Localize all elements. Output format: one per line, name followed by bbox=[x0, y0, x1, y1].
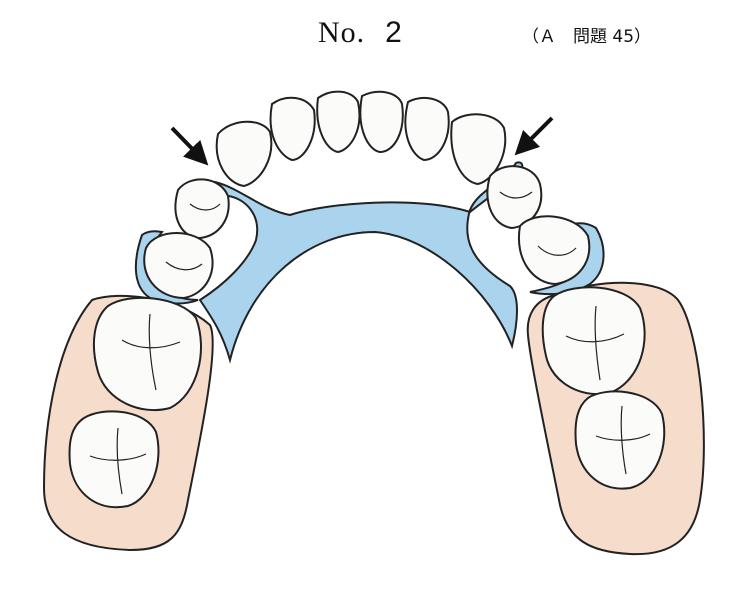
tooth-premolar-right-1 bbox=[486, 165, 543, 230]
tooth-molar-left-2 bbox=[68, 410, 160, 509]
occlusal-line-premolar-right-2 bbox=[537, 245, 577, 256]
occlusal-line-molar-left-2 bbox=[89, 427, 147, 495]
tooth-molar-right-1 bbox=[541, 286, 646, 396]
occlusal-line-premolar-right-1 bbox=[499, 191, 533, 199]
figure-number-label: No. bbox=[318, 16, 366, 49]
tooth-canine-left bbox=[215, 120, 273, 188]
occlusal-line-molar-right-1 bbox=[565, 305, 625, 381]
tooth-canine-right bbox=[450, 113, 507, 186]
tooth-premolar-left-2 bbox=[143, 232, 214, 300]
arrow-left bbox=[170, 126, 209, 166]
figure-number-value: 2 bbox=[385, 16, 403, 49]
tooth-premolar-left-1 bbox=[174, 178, 230, 240]
figure-number: No. 2 bbox=[318, 16, 403, 50]
occlusal-line-premolar-left-1 bbox=[189, 203, 221, 211]
major-connector-lingual-bar bbox=[198, 161, 524, 364]
question-reference: （Ａ 問題 45） bbox=[522, 27, 652, 47]
tooth-incisor-4 bbox=[404, 96, 450, 162]
occlusal-line-premolar-left-2 bbox=[165, 261, 203, 271]
tooth-molar-left-1 bbox=[92, 296, 202, 412]
tooth-incisor-1 bbox=[316, 90, 361, 154]
arrow-right bbox=[514, 116, 554, 156]
occlusal-line-molar-right-2 bbox=[595, 405, 651, 475]
tooth-incisor-2 bbox=[359, 90, 404, 154]
occlusal-line-molar-left-1 bbox=[121, 313, 181, 391]
tooth-incisor-3 bbox=[269, 96, 316, 162]
tooth-premolar-right-2 bbox=[517, 215, 591, 286]
